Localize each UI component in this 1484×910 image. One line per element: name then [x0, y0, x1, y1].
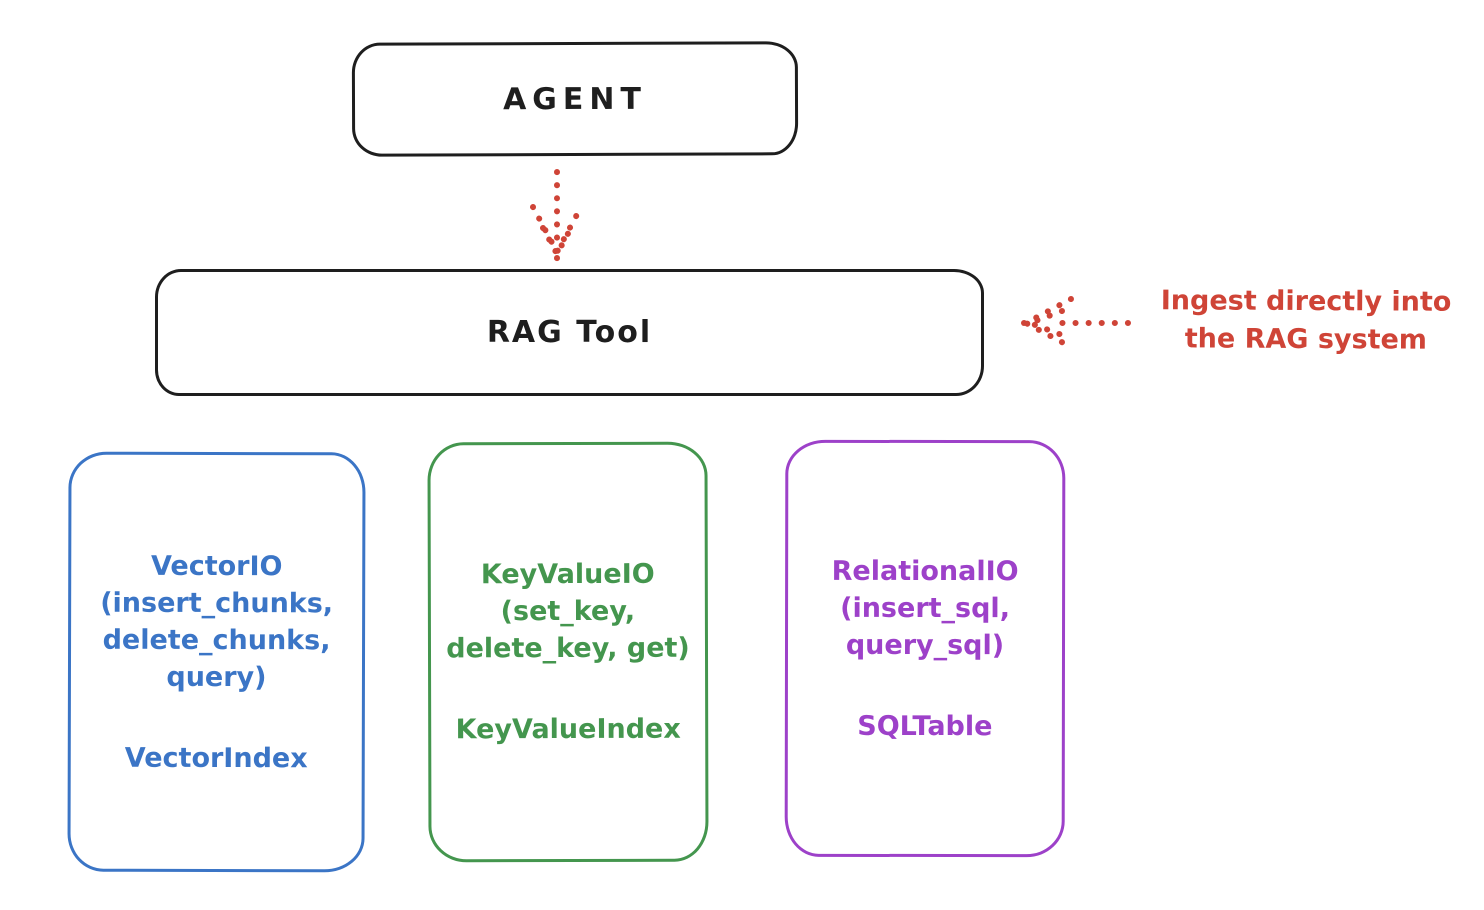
relational-io-line: (insert_sql, — [840, 592, 1011, 624]
relational-io-methods: RelationalIO (insert_sql, query_sql) — [831, 552, 1019, 663]
dotted-arrow-left-icon — [1019, 296, 1131, 350]
vector-io-line: query) — [166, 661, 267, 693]
vector-io-methods: VectorIO (insert_chunks, delete_chunks, … — [100, 547, 333, 696]
key-value-io-line: KeyValueIO — [480, 558, 655, 591]
agent-label: AGENT — [502, 81, 648, 117]
dotted-arrow-down-icon — [530, 169, 584, 262]
vector-io-line: VectorIO — [150, 550, 283, 582]
rag-tool-label: RAG Tool — [486, 315, 653, 350]
sql-table-label: SQLTable — [857, 710, 993, 742]
key-value-io-methods: KeyValueIO (set_key, delete_key, get) — [446, 556, 690, 668]
vector-io-line: delete_chunks, — [102, 624, 331, 656]
relational-io-line: query_sql) — [845, 629, 1005, 661]
ingest-annotation: Ingest directly into the RAG system — [1138, 282, 1474, 360]
vector-io-box: VectorIO (insert_chunks, delete_chunks, … — [67, 451, 366, 873]
rag-tool-box: RAG Tool — [155, 269, 984, 396]
key-value-index-label: KeyValueIndex — [455, 713, 681, 746]
vector-io-line: (insert_chunks, — [100, 587, 334, 619]
key-value-io-box: KeyValueIO (set_key, delete_key, get) Ke… — [427, 441, 709, 863]
key-value-io-line: (set_key, — [500, 595, 636, 628]
agent-box: AGENT — [351, 41, 799, 157]
vector-index-label: VectorIndex — [124, 742, 308, 774]
relational-io-box: RelationalIO (insert_sql, query_sql) SQL… — [784, 439, 1066, 858]
ingest-annotation-line1: Ingest directly into — [1160, 285, 1452, 318]
ingest-annotation-line2: the RAG system — [1184, 323, 1428, 356]
key-value-io-line: delete_key, get) — [446, 632, 690, 665]
relational-io-line: RelationalIO — [831, 555, 1019, 587]
